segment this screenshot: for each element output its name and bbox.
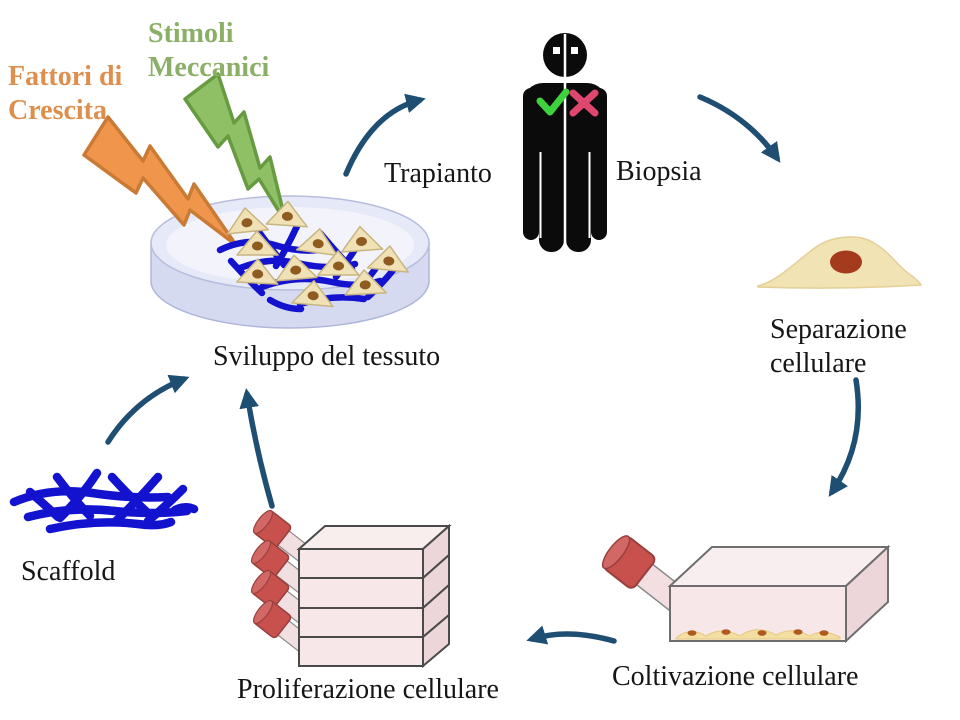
culture-to-proliferation-arrow <box>526 625 617 645</box>
cell-nucleus <box>830 250 862 274</box>
dish-cells <box>226 200 410 308</box>
cross-icon <box>569 89 599 117</box>
mechanical-stimuli-bolt-icon <box>183 72 288 225</box>
cell-separation-label: Separazione cellulare <box>770 314 907 379</box>
flask-cap-icon <box>601 535 689 613</box>
separated-cell-icon <box>757 236 923 289</box>
human-figure-icon <box>523 33 607 252</box>
mechanical-stimuli-label: Stimoli Meccanici <box>148 18 270 83</box>
transplant-arrow <box>343 93 426 177</box>
tissue-development-label: Sviluppo del tessuto <box>213 341 441 372</box>
scaffold-mesh-icon <box>9 468 199 534</box>
growth-factors-label: Fattori di Crescita <box>8 61 123 126</box>
growth-factors-bolt-icon <box>82 115 238 247</box>
biopsy-label: Biopsia <box>616 156 702 187</box>
flask-cells <box>687 629 829 636</box>
scaffold-label: Scaffold <box>21 556 116 587</box>
cell-culture-label: Coltivazione cellulare <box>612 661 859 692</box>
culture-flask-icon <box>601 535 891 644</box>
check-icon <box>536 88 570 116</box>
scaffold-to-development-arrow <box>105 374 190 445</box>
transplant-label: Trapianto <box>384 158 492 189</box>
stacked-flasks-icon <box>250 509 452 669</box>
biopsy-to-separation-arrow <box>697 94 781 163</box>
proliferation-to-development-arrow <box>239 388 275 509</box>
separation-to-culture-arrow <box>828 377 861 497</box>
cell-proliferation-label: Proliferazione cellulare <box>237 674 499 705</box>
cycle-arrows <box>105 93 861 645</box>
